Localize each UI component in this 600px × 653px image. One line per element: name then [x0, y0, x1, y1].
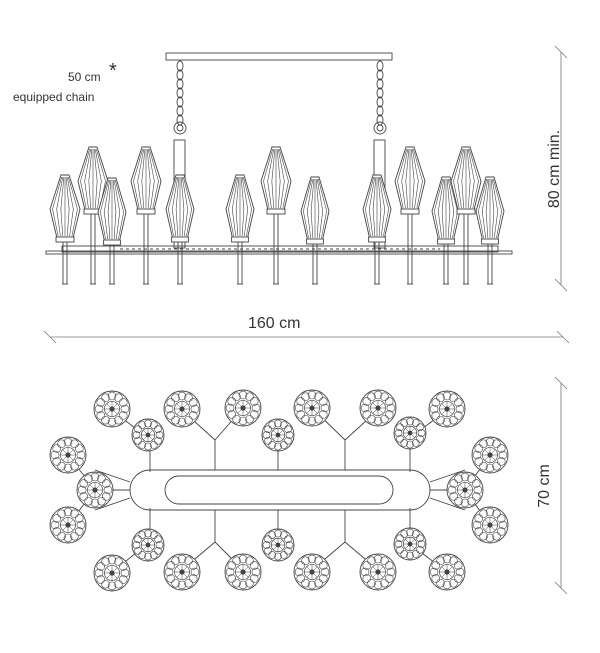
- lamp-head-top: [261, 418, 295, 452]
- ceiling-canopy: [165, 52, 393, 61]
- lamp-head-top: [49, 436, 87, 474]
- lamp-shade: [431, 176, 461, 285]
- lamp-shade: [362, 174, 392, 285]
- chain-length-label: 50 cm: [68, 70, 101, 84]
- lamp-head-top: [49, 506, 87, 544]
- lamp-heads-top: [49, 389, 509, 592]
- top-view: [49, 389, 509, 592]
- lamp-head-top: [293, 553, 331, 591]
- lamp-head-top: [224, 389, 262, 427]
- lamp-head-top: [428, 553, 466, 591]
- lamp-head-top: [428, 390, 466, 428]
- central-oval-frame: [129, 469, 431, 511]
- lamp-head-top: [93, 390, 131, 428]
- branch-arm: [429, 497, 466, 511]
- lamp-head-top: [93, 554, 131, 592]
- lamp-shade: [394, 146, 426, 285]
- lamp-head-top: [76, 471, 114, 509]
- lamp-head-top: [163, 553, 201, 591]
- lamp-shade: [475, 176, 505, 285]
- central-oval-inner: [164, 475, 394, 505]
- lamp-head-top: [163, 390, 201, 428]
- lamp-head-top: [359, 389, 397, 427]
- chain: [173, 60, 187, 135]
- lamp-shade: [165, 174, 195, 285]
- lamp-head-top: [393, 416, 427, 450]
- lamp-head-top: [131, 418, 165, 452]
- lamp-head-top: [131, 528, 165, 562]
- branch-arm: [94, 497, 131, 511]
- lamp-head-top: [471, 436, 509, 474]
- lamp-head-top: [359, 553, 397, 591]
- frame-bar: [45, 245, 513, 255]
- suspension-chains: [173, 60, 387, 135]
- chain: [373, 60, 387, 135]
- lamp-shades: [49, 146, 505, 285]
- depth-dimension-label: 70 cm: [536, 464, 553, 508]
- front-elevation: [45, 52, 513, 285]
- dimension-lines: [43, 45, 570, 595]
- lamp-head-top: [446, 471, 484, 509]
- asterisk-mark: *: [109, 60, 117, 82]
- lamp-shade: [260, 146, 292, 285]
- height-dimension-label: 80 cm min.: [546, 129, 563, 209]
- lamp-shade: [97, 177, 127, 285]
- lamp-shade: [225, 174, 255, 285]
- branch-arm: [94, 469, 131, 483]
- lamp-shade: [450, 146, 482, 285]
- lamp-head-top: [293, 389, 331, 427]
- lamp-head-top: [471, 506, 509, 544]
- chain-description-label: equipped chain: [13, 90, 95, 104]
- lamp-shade: [49, 174, 81, 285]
- lamp-head-top: [393, 527, 427, 561]
- branch-arm: [429, 469, 466, 483]
- width-dimension-label: 160 cm: [248, 315, 301, 332]
- lamp-head-top: [224, 553, 262, 591]
- lamp-shade: [130, 146, 162, 285]
- lamp-shade: [300, 176, 330, 285]
- lamp-head-top: [261, 528, 295, 562]
